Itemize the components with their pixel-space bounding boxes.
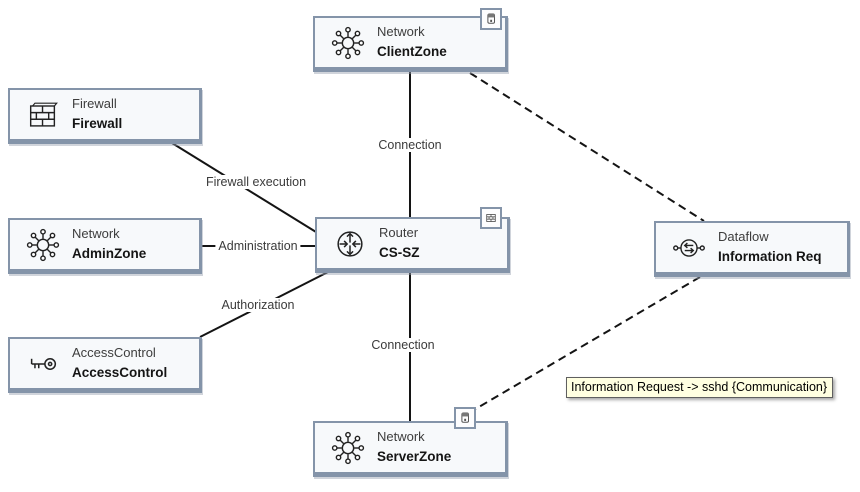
edge-label-firewall-execution: Firewall execution <box>202 175 310 189</box>
node-text: Network ServerZone <box>377 428 451 466</box>
edge-label-connection-top: Connection <box>375 138 445 152</box>
node-firewall[interactable]: Firewall Firewall <box>8 88 202 144</box>
dataflow-icon <box>670 229 708 267</box>
node-router-cs-sz[interactable]: Router CS-SZ <box>315 207 510 273</box>
node-name-label: ClientZone <box>377 44 447 60</box>
node-network-serverzone[interactable]: Network ServerZone <box>313 407 508 477</box>
network-icon <box>24 226 62 264</box>
router-icon <box>331 225 369 263</box>
node-type-label: AccessControl <box>72 345 156 361</box>
network-icon <box>329 429 367 467</box>
network-icon <box>329 24 367 62</box>
node-type-label: Firewall <box>72 96 117 112</box>
node-name-label: Firewall <box>72 116 123 132</box>
device-badge-icon <box>480 8 502 30</box>
node-name-label: AccessControl <box>72 365 168 381</box>
edge-label-authorization: Authorization <box>218 298 298 312</box>
node-text: Dataflow Information Req <box>718 228 822 266</box>
node-name-label: AdminZone <box>72 246 147 262</box>
node-type-label: Network <box>377 429 425 445</box>
node-type-label: Network <box>377 24 425 40</box>
edge-label-administration: Administration <box>215 239 301 253</box>
node-network-clientzone[interactable]: Network ClientZone <box>313 8 508 72</box>
node-type-label: Dataflow <box>718 229 769 245</box>
firewall-icon <box>24 96 62 134</box>
key-icon <box>24 345 62 383</box>
edge-label-connection-bottom: Connection <box>368 338 438 352</box>
device-badge-icon <box>454 407 476 429</box>
node-name-label: Information Req <box>718 249 822 265</box>
node-accesscontrol[interactable]: AccessControl AccessControl <box>8 337 202 393</box>
node-type-label: Router <box>379 225 419 241</box>
node-text: Network ClientZone <box>377 23 447 61</box>
node-name-label: CS-SZ <box>379 245 420 261</box>
node-text: Firewall Firewall <box>72 95 122 133</box>
node-text: Network AdminZone <box>72 225 146 263</box>
edge-tooltip: Information Request -> sshd {Communicati… <box>566 377 834 398</box>
brick-badge-icon <box>480 207 502 229</box>
node-text: AccessControl AccessControl <box>72 344 167 382</box>
node-network-adminzone[interactable]: Network AdminZone <box>8 218 202 274</box>
edge-clientzone-dataflow[interactable] <box>469 72 705 222</box>
node-dataflow-information-req[interactable]: Dataflow Information Req <box>654 221 850 277</box>
node-type-label: Network <box>72 226 120 242</box>
node-name-label: ServerZone <box>377 449 452 465</box>
edge-dataflow-serverzone[interactable] <box>466 276 701 415</box>
node-text: Router CS-SZ <box>379 224 420 262</box>
